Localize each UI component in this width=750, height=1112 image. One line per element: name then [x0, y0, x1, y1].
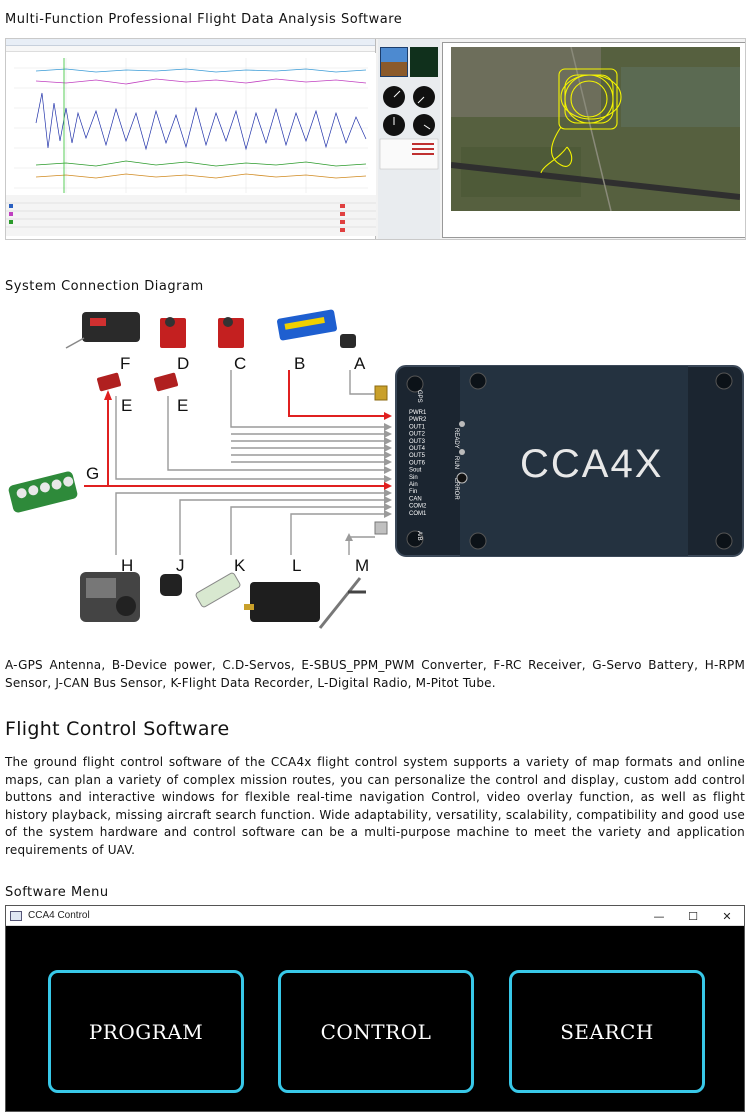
- pin-label-out4: OUT4: [409, 446, 426, 452]
- satellite-map: [451, 47, 740, 211]
- chart-window-titlebar: [6, 39, 375, 46]
- label-g: G: [86, 464, 99, 483]
- sbus-converter-f: [97, 372, 121, 392]
- system-connection-diagram: CCA4X PWR1PWR2OUT1OUT2OUT3OUT4OUT5OUT6So…: [8, 309, 744, 629]
- side-label-gps: GPS: [416, 390, 422, 403]
- side-label-ab: A/B: [416, 531, 422, 541]
- program-button-label: PROGRAM: [88, 1019, 204, 1044]
- label-m: M: [355, 556, 369, 575]
- side-label-error: ERROR: [453, 478, 459, 500]
- control-button-label: CONTROL: [320, 1019, 432, 1044]
- pin-label-sout: Sout: [409, 468, 422, 474]
- rc-receiver: [65, 312, 140, 349]
- window-titlebar[interactable]: CCA4 Control — ☐ ✕: [6, 906, 744, 926]
- telemetry-plot: [6, 53, 376, 236]
- app-window-icon: [10, 910, 22, 921]
- pin-label-pwr1: PWR1: [409, 410, 427, 416]
- pin-label-fin: Fin: [409, 489, 417, 495]
- telemetry-chart-window: [6, 39, 376, 239]
- pin-label-sin: Sin: [409, 475, 418, 481]
- minimize-button[interactable]: —: [653, 909, 665, 923]
- flight-instruments-panel: [378, 39, 440, 239]
- sbus-converter-d: [154, 372, 178, 392]
- label-c: C: [234, 354, 246, 373]
- flight-control-heading: Flight Control Software: [5, 718, 230, 740]
- pin-label-out3: OUT3: [409, 439, 426, 445]
- can-bus-sensor: [160, 574, 182, 596]
- pin-label-com1: COM1: [409, 511, 427, 517]
- pin-label-com2: COM2: [409, 504, 427, 510]
- side-label-run: RUN: [453, 456, 459, 469]
- label-j: J: [176, 556, 185, 575]
- label-e-first: E: [121, 396, 132, 415]
- label-h: H: [121, 556, 133, 575]
- servo-battery: [8, 471, 78, 513]
- label-e-second: E: [177, 396, 188, 415]
- chart-window-toolbar: [6, 46, 375, 52]
- analysis-heading: Multi-Function Professional Flight Data …: [5, 12, 403, 27]
- label-k: K: [234, 556, 246, 575]
- window-controls: — ☐ ✕: [642, 906, 744, 926]
- flight-data-recorder: [195, 572, 241, 608]
- pitot-tube: [318, 577, 366, 629]
- pin-label-pwr2: PWR2: [409, 417, 427, 423]
- side-label-ready: READY: [453, 428, 459, 449]
- servo-c: [218, 317, 244, 348]
- label-b: B: [294, 354, 305, 373]
- cca4x-device: CCA4X PWR1PWR2OUT1OUT2OUT3OUT4OUT5OUT6So…: [395, 365, 744, 557]
- component-legend: A-GPS Antenna, B-Device power, C.D-Servo…: [5, 658, 745, 690]
- battery: [277, 309, 337, 341]
- gps-antenna: [340, 334, 356, 348]
- program-button[interactable]: PROGRAM: [48, 970, 244, 1093]
- pin-label-can: CAN: [409, 496, 422, 502]
- label-d: D: [177, 354, 189, 373]
- window-title: CCA4 Control: [28, 910, 90, 921]
- cca4-control-window: CCA4 Control — ☐ ✕ PROGRAM CONTROL SEARC…: [5, 905, 745, 1112]
- pin-label-ain: Ain: [409, 482, 418, 488]
- close-button[interactable]: ✕: [722, 909, 732, 923]
- control-button[interactable]: CONTROL: [278, 970, 474, 1093]
- search-button[interactable]: SEARCH: [509, 970, 705, 1093]
- connection-heading: System Connection Diagram: [5, 279, 204, 294]
- device-name: CCA4X: [520, 442, 663, 486]
- search-button-label: SEARCH: [560, 1019, 654, 1044]
- pin-label-out6: OUT6: [409, 460, 426, 466]
- flight-control-description: The ground flight control software of th…: [5, 755, 745, 857]
- flight-track-map-window: [442, 42, 745, 238]
- label-f: F: [120, 354, 130, 373]
- maximize-button[interactable]: ☐: [688, 909, 698, 923]
- label-l: L: [292, 556, 301, 575]
- pin-label-out2: OUT2: [409, 432, 426, 438]
- rpm-sensor-engine: [80, 572, 140, 622]
- pin-label-out1: OUT1: [409, 424, 426, 430]
- servo-d: [160, 317, 186, 348]
- software-menu-heading: Software Menu: [5, 885, 109, 900]
- digital-radio: [244, 582, 320, 622]
- flight-data-analysis-screenshot: [5, 38, 746, 240]
- label-a: A: [354, 354, 366, 373]
- power-wires: [84, 370, 388, 487]
- pin-label-out5: OUT5: [409, 453, 426, 459]
